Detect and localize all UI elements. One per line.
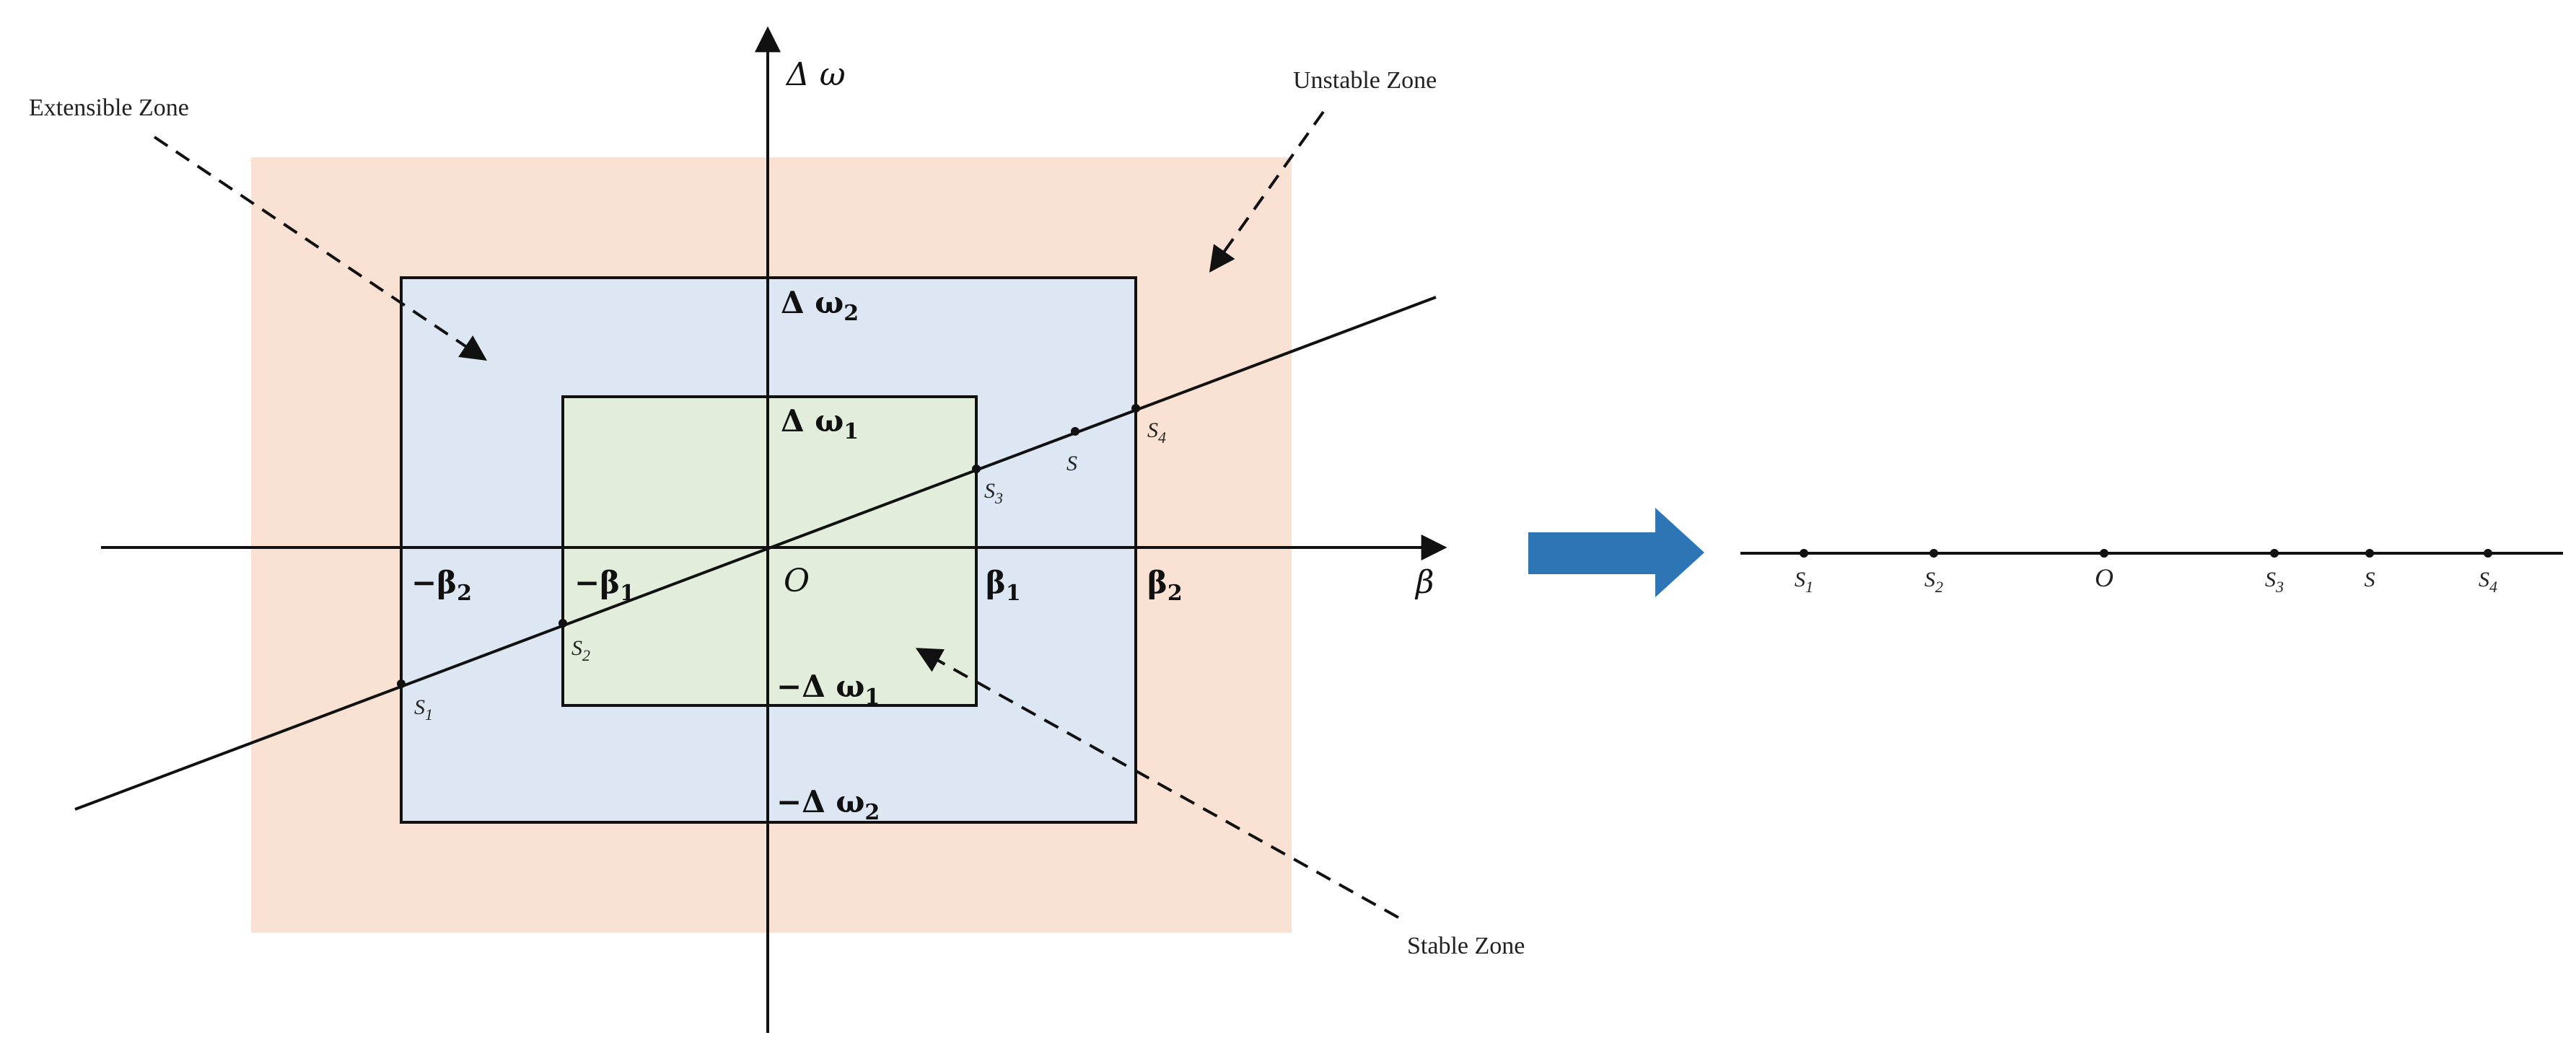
projection-point-label: S4 — [2479, 568, 2497, 596]
projection-point-label: O — [2095, 563, 2113, 592]
stable-zone-pointer — [915, 648, 1399, 919]
projection-point-marker — [2100, 549, 2108, 558]
projection-point-marker — [2484, 549, 2492, 558]
trajectory-line — [74, 296, 1437, 811]
tick-beta2: β2 — [1147, 565, 1183, 606]
point-s-marker — [1071, 427, 1079, 436]
projection-points: S1 S2 O S3 S S4 — [1795, 549, 2497, 596]
tick-delta-omega2: Δ ω2 — [781, 285, 859, 326]
delta-omega-axis-label: Δ ω — [785, 56, 846, 93]
tick-neg-beta1: −β1 — [574, 565, 635, 606]
projection-arrow — [1528, 508, 1704, 597]
projection-point-label: S2 — [1924, 568, 1943, 596]
point-s2-marker — [558, 619, 567, 628]
point-s1-label: S1 — [414, 695, 433, 723]
beta-axis-label: β — [1414, 564, 1434, 601]
extensible-zone-label: Extensible Zone — [29, 94, 189, 121]
stable-zone-region — [561, 395, 978, 707]
projection-point-marker — [2270, 549, 2279, 558]
point-s3-label: S3 — [984, 479, 1003, 507]
tick-beta1: β1 — [986, 565, 1021, 606]
point-s3-marker — [972, 465, 981, 473]
projection-point-marker — [2365, 549, 2374, 558]
point-s4-marker — [1131, 404, 1140, 413]
point-s4-label: S4 — [1147, 418, 1166, 446]
point-s1-marker — [397, 679, 406, 688]
point-s2-label: S2 — [571, 636, 590, 664]
point-s-label: S — [1066, 452, 1077, 475]
tick-neg-delta-omega2: −Δ ω2 — [776, 784, 880, 825]
extensible-zone-pointer — [153, 136, 487, 361]
stable-zone-label: Stable Zone — [1407, 933, 1525, 959]
unstable-zone-pointer — [1209, 110, 1325, 273]
projection-point-label: S3 — [2265, 568, 2284, 596]
origin-label: O — [784, 563, 810, 599]
projection-point-marker — [1800, 549, 1808, 558]
unstable-zone-label: Unstable Zone — [1293, 67, 1437, 94]
projection-point-label: S — [2365, 568, 2375, 591]
tick-delta-omega1: Δ ω1 — [781, 403, 859, 444]
tick-neg-beta2: −β2 — [411, 565, 472, 606]
projection-point-marker — [1929, 549, 1938, 558]
projection-point-label: S1 — [1795, 568, 1813, 596]
tick-neg-delta-omega1: −Δ ω1 — [776, 669, 880, 710]
